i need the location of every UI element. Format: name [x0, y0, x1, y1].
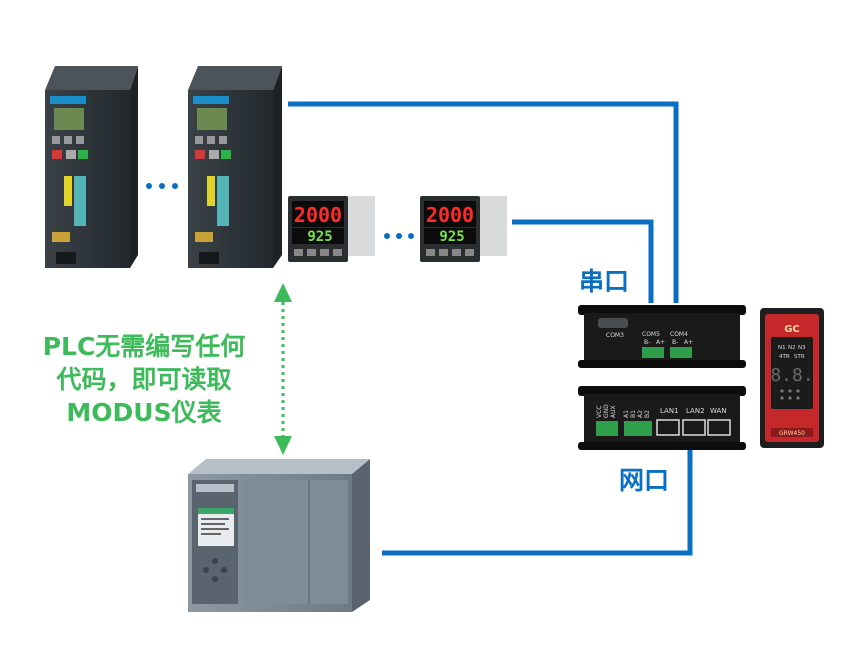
status-2-label: STR	[794, 354, 805, 360]
terminal-block-icon	[642, 347, 664, 358]
lcd-screen	[54, 108, 84, 130]
cable-drive-to-serial-gateway	[288, 101, 679, 303]
annotation-line-1: PLC无需编写任何	[43, 332, 246, 361]
n1-label: N1	[778, 345, 786, 351]
b2-label: B2	[644, 410, 651, 418]
drive-ellipsis	[146, 183, 178, 189]
terminal-block-icon	[624, 421, 652, 436]
annotation-line-2: 代码，即可读取	[55, 365, 231, 394]
network-port-label: 网口	[619, 466, 669, 495]
network-gateway: VCC GND AUX A1 B1 A2 B2 LAN1 LAN2 WAN	[578, 386, 746, 450]
stop-button-icon	[52, 150, 62, 159]
meter-ellipsis	[384, 233, 414, 239]
keypad-icon	[780, 389, 800, 400]
module-brand: GC	[784, 324, 800, 335]
a-plus-label: A+	[656, 339, 665, 346]
bidirectional-arrow	[274, 283, 292, 455]
a-plus-label: A+	[684, 339, 693, 346]
meter-2: 2000 925	[420, 196, 507, 262]
plc-display	[198, 508, 234, 546]
stop-button-icon	[195, 150, 205, 159]
start-button-icon	[78, 150, 88, 159]
annotation-line-3: MODUS仪表	[66, 398, 222, 427]
drive-1	[45, 66, 138, 268]
cable-meter-to-serial-gateway	[512, 219, 654, 303]
terminal-block-icon	[670, 347, 692, 358]
com5-label: COM5	[642, 331, 660, 338]
lan1-label: LAN1	[660, 407, 679, 415]
terminal-strip	[74, 176, 86, 226]
db9-port-icon	[598, 318, 628, 328]
meter-top-value: 2000	[294, 203, 342, 227]
brand-plate	[50, 96, 86, 104]
com3-label: COM3	[606, 332, 624, 339]
com4-label: COM4	[670, 331, 688, 338]
segment-display: 8.8.	[770, 365, 813, 386]
plc-nav-buttons-icon	[203, 558, 227, 582]
module-model: GRW450	[779, 430, 805, 437]
meter-top-value: 2000	[426, 203, 474, 227]
arrow-up-icon	[274, 283, 292, 302]
terminal-strip	[217, 176, 229, 226]
terminal-block-icon	[596, 421, 618, 436]
wan-port-icon	[707, 419, 731, 436]
cable-plc-to-network-gateway	[382, 445, 693, 556]
gnd-label: GND	[603, 404, 610, 418]
arrow-down-icon	[274, 436, 292, 455]
lcd-screen	[197, 108, 227, 130]
serial-port-label: 串口	[579, 267, 629, 296]
a1-label: A1	[623, 410, 630, 418]
wan-label: WAN	[710, 407, 727, 415]
vcc-label: VCC	[596, 406, 603, 418]
serial-gateway: COM3 COM5 COM4 B- A+ B- A+	[578, 305, 746, 368]
b1-label: B1	[630, 410, 637, 418]
a2-label: A2	[637, 410, 644, 418]
status-1-label: 4TR	[779, 354, 790, 360]
lan2-port-icon	[682, 419, 706, 436]
start-button-icon	[221, 150, 231, 159]
b-minus-label: B-	[672, 339, 678, 346]
drive-2	[188, 66, 282, 268]
n3-label: N3	[798, 345, 806, 351]
meter-bottom-value: 925	[307, 229, 332, 245]
display-module: GC N1 N2 N3 4TR STR 8.8. GRW450	[760, 308, 824, 448]
brand-plate	[193, 96, 229, 104]
lan2-label: LAN2	[686, 407, 705, 415]
meter-bottom-value: 925	[439, 229, 464, 245]
n2-label: N2	[788, 345, 796, 351]
aux-label: AUX	[610, 405, 617, 418]
meter-1: 2000 925	[288, 196, 375, 262]
plc-unit	[188, 459, 370, 612]
lan1-port-icon	[656, 419, 680, 436]
b-minus-label: B-	[644, 339, 650, 346]
